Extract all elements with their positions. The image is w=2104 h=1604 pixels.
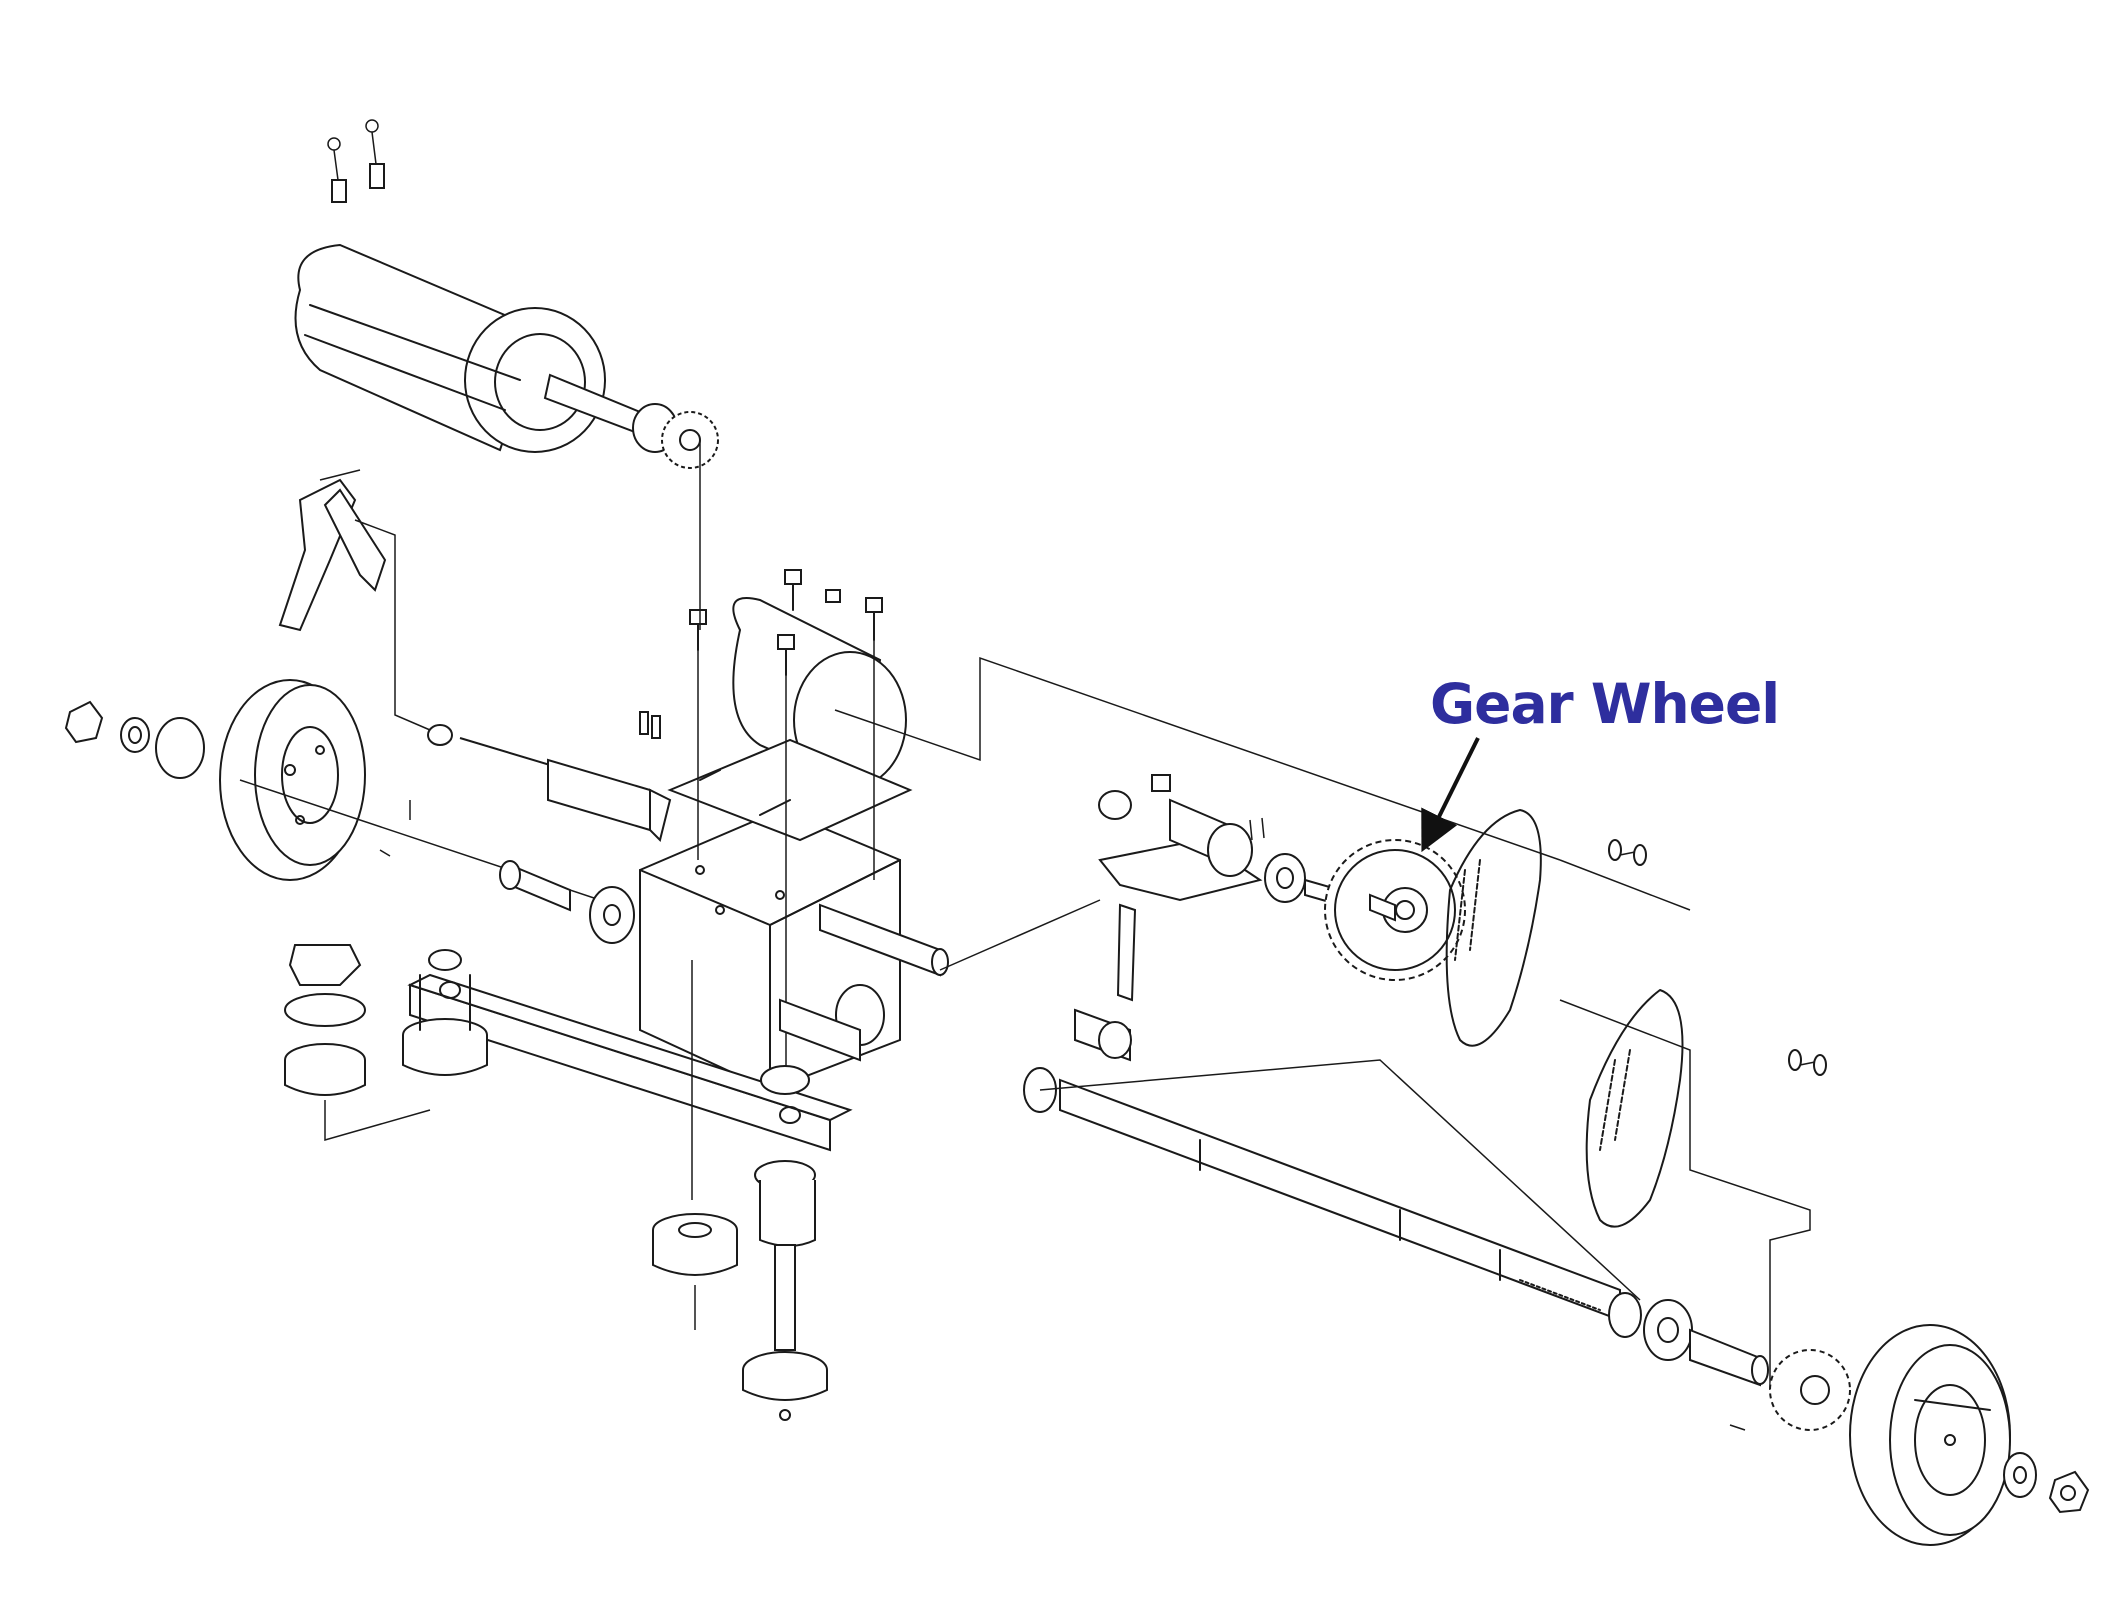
frame-bar — [407, 973, 853, 1152]
gear-bearing — [1249, 817, 1341, 907]
gearbox-output-shaft — [779, 903, 949, 1062]
chain-link — [1608, 839, 1647, 866]
center-pulley — [402, 949, 488, 1076]
upper-chain-guard — [1445, 809, 1542, 1047]
bottom-bushing — [652, 1213, 738, 1330]
gear-wheel-label: Gear Wheel — [1430, 672, 1780, 736]
leader-line-upper — [834, 656, 1561, 861]
callout-arrow — [1421, 737, 1480, 853]
motor-brushes — [327, 119, 385, 203]
electric-motor — [294, 243, 642, 453]
mount-bolts — [639, 569, 883, 1090]
brake-shaft — [427, 724, 672, 842]
chain-link-lower — [1788, 1049, 1827, 1076]
main-axle — [1023, 1067, 1621, 1322]
gear-wheel-sprocket — [1324, 839, 1466, 981]
left-spacer — [499, 860, 635, 944]
right-wheel-assembly — [1849, 1324, 2090, 1546]
bottom-spindle — [742, 1065, 828, 1421]
right-axle-components — [1608, 1292, 1851, 1431]
brake-lever — [278, 469, 387, 632]
motor-sprocket — [632, 403, 719, 469]
left-wheel-assembly — [64, 679, 366, 881]
leader-line-link — [1039, 1059, 1641, 1301]
screws — [379, 800, 411, 857]
left-bearing-stack — [284, 944, 431, 1141]
leader-line-right — [1559, 859, 1811, 1390]
lower-chain-guard — [1585, 989, 1684, 1228]
motor-mount-cylinder — [667, 597, 913, 842]
leader-line — [354, 519, 431, 731]
leader-line-shaft — [939, 899, 1101, 971]
pivot-bracket — [1074, 774, 1263, 1062]
